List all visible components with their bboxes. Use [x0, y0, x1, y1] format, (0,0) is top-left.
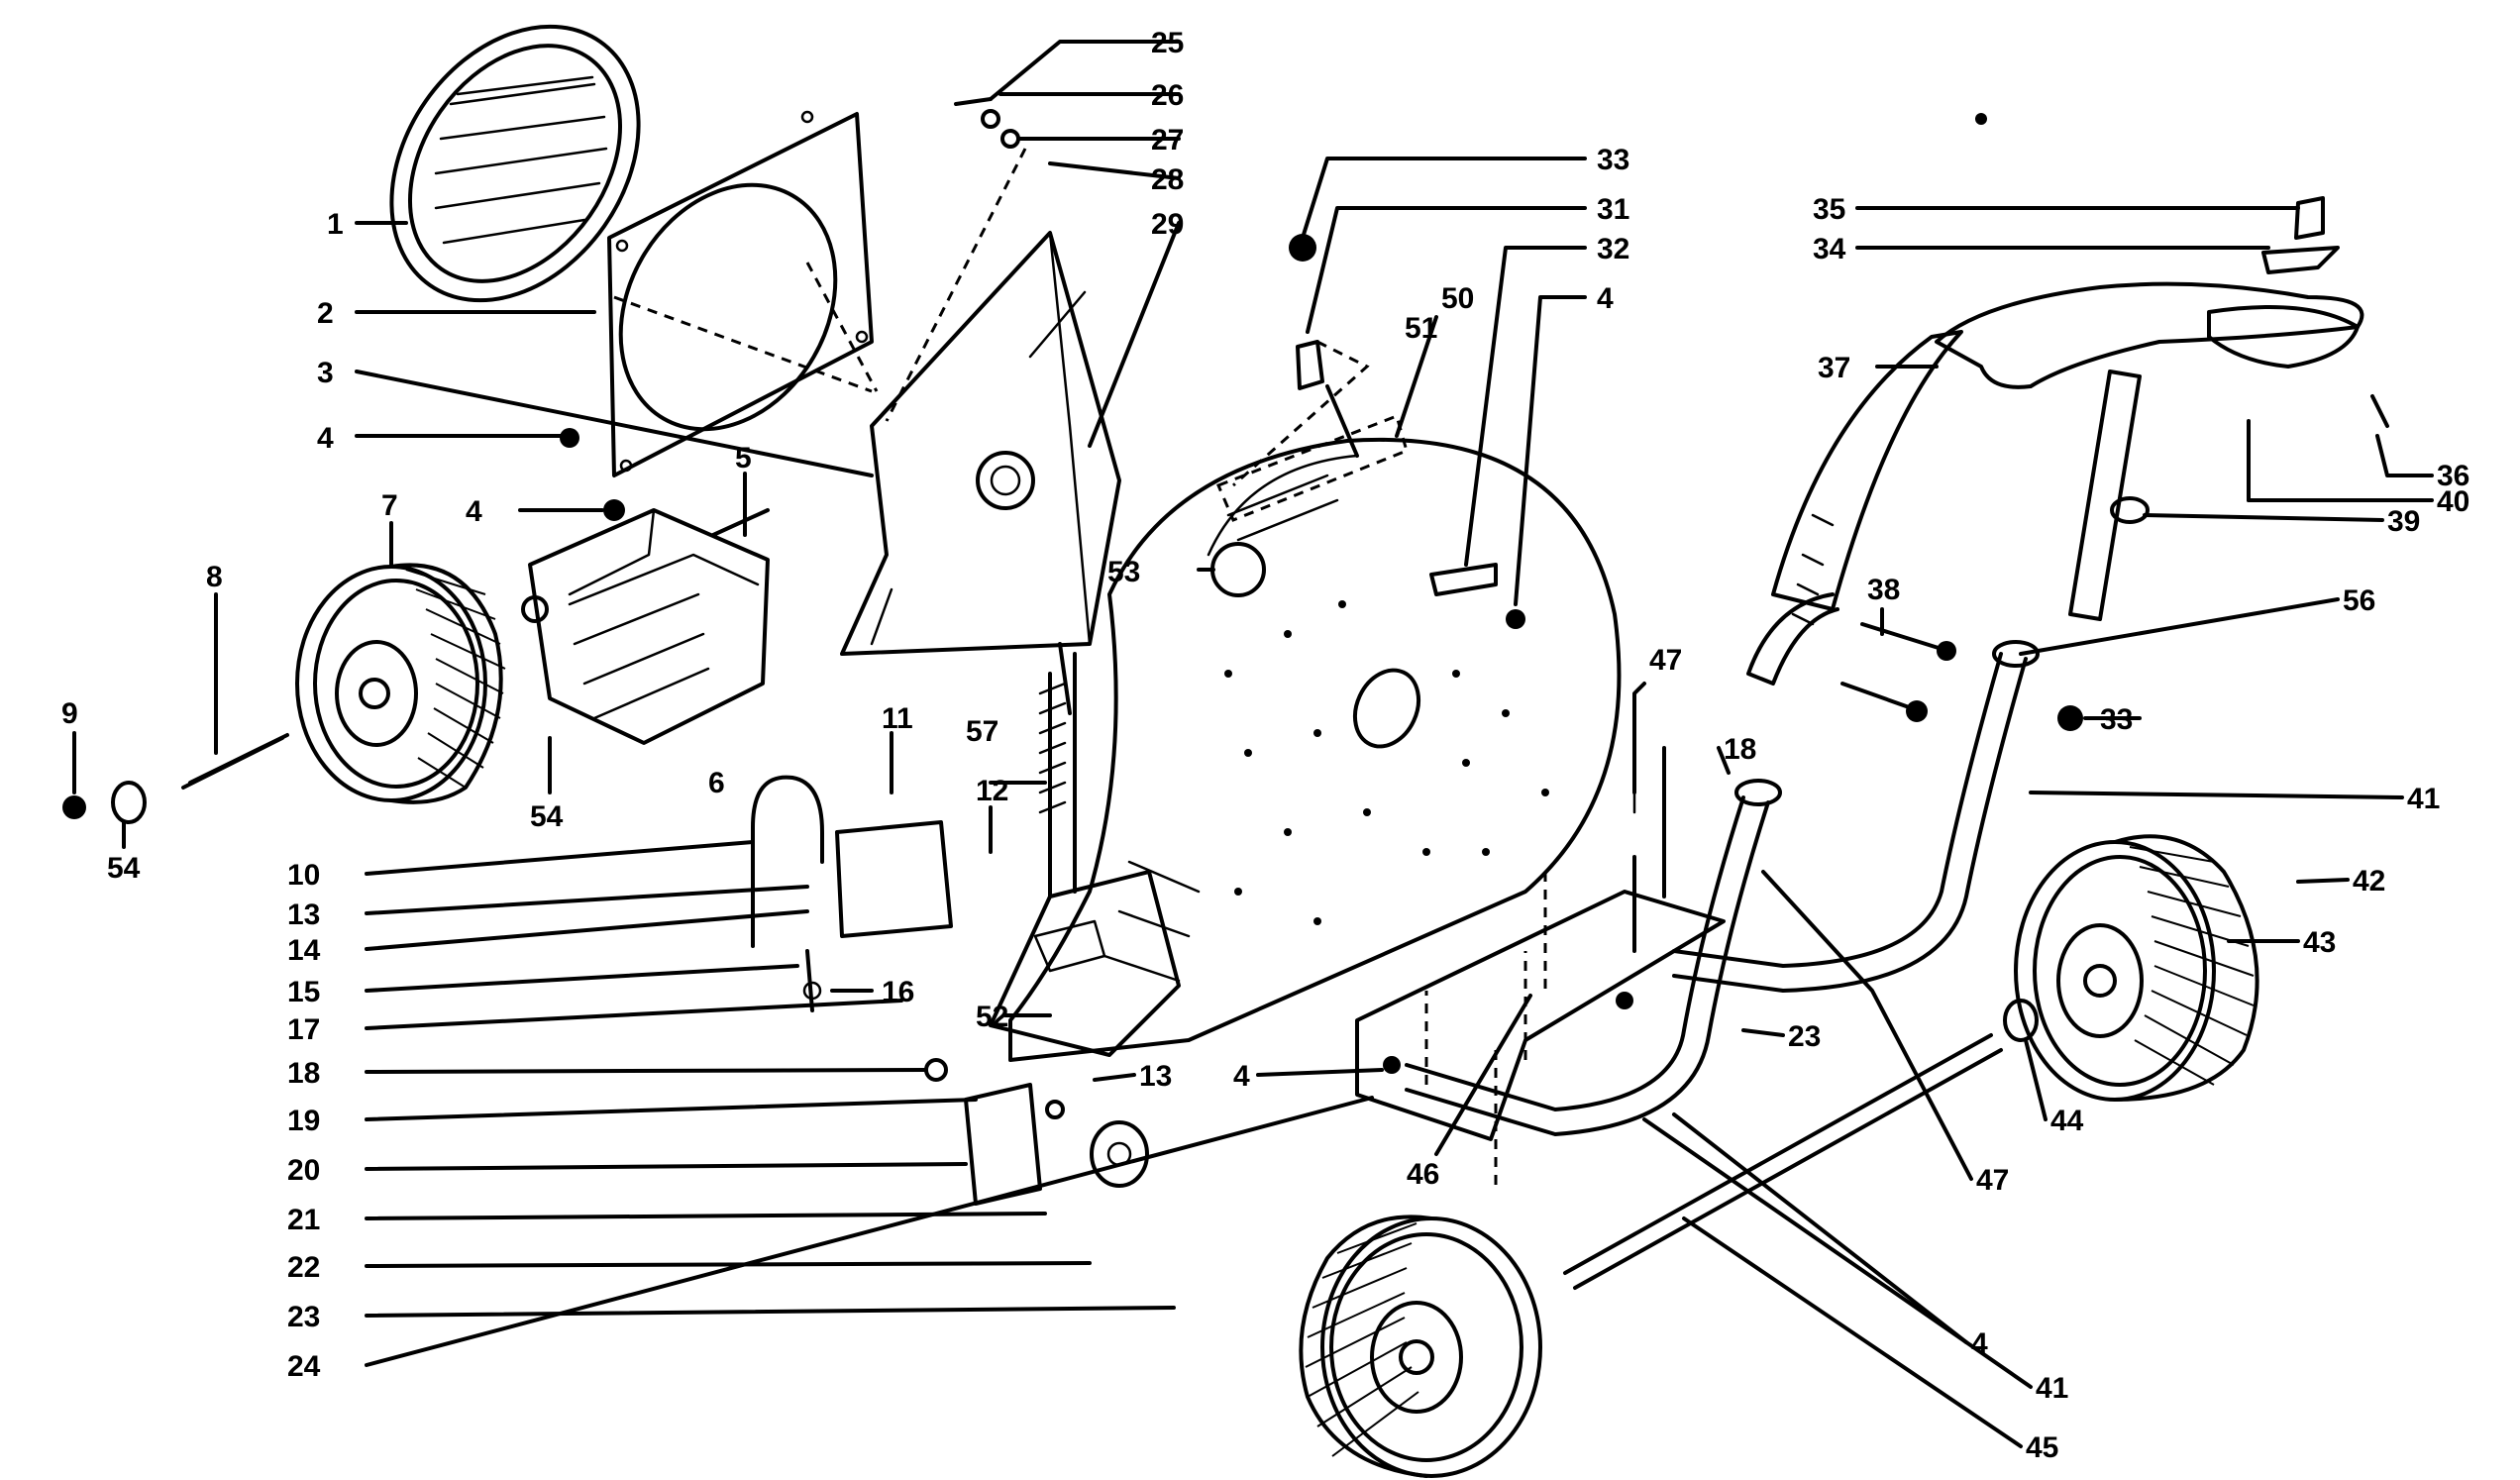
motor-part: [528, 508, 770, 745]
part-labels: 1 2 3 4 4 5 6 7 8 9 10 11 12 13 13 14 15…: [61, 27, 2469, 1464]
label-28: 28: [1151, 163, 1184, 196]
bolt-38: [1860, 622, 1943, 651]
label-18: 18: [1724, 733, 1756, 766]
label-54: 54: [530, 800, 564, 833]
label-11: 11: [882, 702, 913, 735]
label-4: 4: [466, 495, 482, 528]
bolt-5: [711, 508, 770, 537]
label-33: 33: [1597, 144, 1629, 176]
label-19: 19: [287, 1105, 320, 1137]
axle-45: [1563, 1033, 1993, 1275]
label-25: 25: [1151, 27, 1184, 59]
label-41: 41: [2407, 783, 2440, 815]
label-29: 29: [1151, 208, 1184, 241]
left-wheel-part: [295, 563, 506, 804]
label-47: 47: [1649, 644, 1682, 677]
label-14: 14: [287, 934, 321, 967]
label-56: 56: [2343, 584, 2375, 617]
label-38: 38: [1867, 574, 1900, 606]
label-8: 8: [206, 561, 223, 593]
blower-housing-part: [1008, 438, 1622, 1062]
label-10: 10: [287, 859, 320, 892]
handle-part: [1746, 196, 2389, 686]
label-27: 27: [1151, 124, 1184, 157]
label-4: 4: [1971, 1327, 1988, 1360]
label-6: 6: [708, 767, 725, 799]
right-wheel-part: [2014, 834, 2259, 1102]
label-57: 57: [966, 715, 998, 748]
label-9: 9: [61, 697, 78, 730]
label-50: 50: [1441, 282, 1474, 315]
pin-36: [2370, 394, 2389, 428]
front-wheel-part: [1299, 1215, 1542, 1478]
label-4: 4: [1233, 1060, 1250, 1093]
washer-44: [2003, 999, 2039, 1042]
label-43: 43: [2303, 926, 2336, 959]
label-54: 54: [107, 852, 141, 885]
label-39: 39: [2387, 505, 2420, 538]
plate-11: [835, 820, 953, 938]
spring-15: [805, 949, 814, 1012]
label-35: 35: [1813, 193, 1845, 226]
label-13: 13: [287, 899, 320, 931]
fan-housing-part: [840, 231, 1121, 656]
label-37: 37: [1818, 352, 1850, 384]
washer-54: [111, 781, 147, 824]
label-36: 36: [2437, 460, 2469, 492]
label-5: 5: [735, 442, 752, 475]
label-34: 34: [1813, 233, 1846, 265]
label-53: 53: [1107, 556, 1140, 588]
label-1: 1: [327, 208, 344, 241]
frame-tubes: [1405, 640, 2040, 1136]
label-20: 20: [287, 1154, 320, 1187]
label-42: 42: [2353, 865, 2385, 898]
label-4: 4: [1597, 282, 1614, 315]
label-32: 32: [1597, 233, 1629, 265]
label-7: 7: [381, 489, 398, 522]
label-31: 31: [1597, 193, 1629, 226]
label-22: 22: [287, 1251, 320, 1284]
label-45: 45: [2026, 1431, 2058, 1464]
grille-part: [389, 24, 641, 303]
bushing-22: [1090, 1120, 1149, 1188]
label-16: 16: [882, 976, 914, 1008]
label-18: 18: [287, 1057, 320, 1090]
label-17: 17: [287, 1013, 320, 1046]
label-21: 21: [287, 1204, 320, 1236]
label-3: 3: [317, 357, 334, 389]
leader-lines: [72, 40, 2434, 1448]
label-15: 15: [287, 976, 320, 1008]
mounting-plate-part: [607, 110, 874, 477]
label-13: 13: [1139, 1060, 1172, 1093]
label-23: 23: [287, 1301, 320, 1333]
label-47: 47: [1976, 1164, 2009, 1197]
port-53: [1210, 542, 1266, 597]
label-12: 12: [976, 775, 1008, 807]
label-24: 24: [287, 1350, 321, 1383]
nut-9: [62, 795, 86, 819]
label-4: 4: [317, 422, 334, 455]
bracket-20: [964, 1083, 1042, 1206]
label-52: 52: [976, 1001, 1008, 1033]
label-46: 46: [1407, 1158, 1439, 1191]
label-2: 2: [317, 297, 334, 330]
label-40: 40: [2437, 485, 2469, 518]
label-23: 23: [1788, 1020, 1821, 1053]
label-44: 44: [2050, 1105, 2084, 1137]
label-33: 33: [2100, 703, 2133, 736]
u-bolt-10: [751, 775, 824, 864]
label-51: 51: [1405, 312, 1437, 345]
label-41: 41: [2036, 1372, 2068, 1405]
label-26: 26: [1151, 79, 1184, 112]
